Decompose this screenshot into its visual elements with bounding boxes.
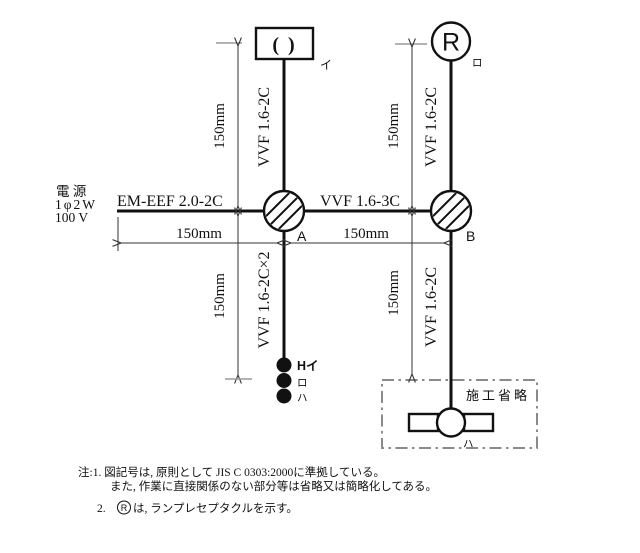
- cable-label-a-b: VVF 1.6-3C: [320, 193, 400, 210]
- cable-labels: EM-EEF 2.0-2C VVF 1.6-3C VVF 1.6-2C VVF …: [117, 87, 440, 349]
- lamp-receptacle-label: ロ: [472, 58, 483, 69]
- note2-text: は, ランプレセプタクルを示す。: [133, 502, 298, 515]
- switch-2-label: ロ: [297, 378, 308, 389]
- note-line1: 注:1. 図記号は, 原則として JIS C 0303:2000に準拠している。: [78, 465, 385, 479]
- lamp-receptacle-device: R ロ: [430, 21, 483, 69]
- omitted-area-label: 施工省略: [466, 388, 530, 403]
- note2-prefix: 2.: [97, 503, 106, 515]
- omitted-lamp-right-wing: [462, 412, 495, 433]
- dim-label-a-b: 150mm: [343, 226, 389, 242]
- junction-box-a: A: [262, 189, 307, 244]
- junction-box-a-label: A: [297, 228, 307, 244]
- dim-label-a-down: 150mm: [212, 273, 228, 319]
- cable-label-b-up: VVF 1.6-2C: [423, 87, 440, 167]
- omitted-lamp-left-wing: [407, 412, 440, 433]
- power-source-line3: 100 V: [55, 210, 88, 225]
- cable-label-a-down: VVF 1.6-2C×2: [256, 251, 273, 348]
- notes: 注:1. 図記号は, 原則として JIS C 0303:2000に準拠している。…: [78, 465, 437, 515]
- omitted-area-border: [381, 379, 538, 449]
- note2-circled-r-letter: R: [121, 503, 128, 513]
- dim-label-source-a: 150mm: [176, 226, 222, 242]
- junction-box-b-label: B: [466, 228, 475, 244]
- lamp-receptacle-symbol: R: [442, 29, 460, 57]
- cable-label-source: EM-EEF 2.0-2C: [117, 193, 223, 210]
- omitted-area: 施工省略 ハ: [381, 379, 538, 450]
- ceiling-rosette-label: イ: [320, 58, 332, 72]
- ceiling-rosette-symbol: ( ): [272, 34, 296, 56]
- junction-box-b: B: [429, 189, 475, 244]
- note2-circled-r-icon: [117, 500, 131, 515]
- power-source-line1: 電 源: [56, 184, 87, 199]
- note-line2: また, 作業に直接関係のない部分等は省略又は簡略化してある。: [110, 479, 437, 493]
- dim-label-b-down: 150mm: [386, 270, 402, 316]
- switch-3-dot: [276, 388, 292, 404]
- lamp-receptacle-circle: [430, 21, 472, 62]
- ceiling-rosette-box: [254, 26, 315, 61]
- cable-label-a-up: VVF 1.6-2C: [256, 87, 273, 167]
- omitted-lamp-circle: [435, 407, 467, 438]
- power-source-text: 電 源 1φ2W 100 V: [55, 184, 97, 225]
- switch-2-dot: [276, 373, 292, 388]
- switch-1-label: Hイ: [297, 359, 319, 373]
- switch-3-label: ハ: [297, 393, 308, 404]
- dimension-lines: 150mm 150mm 150mm 150mm 150mm 150mm: [118, 43, 444, 379]
- ceiling-rosette-device: ( ) イ: [254, 26, 332, 72]
- cable-label-b-down: VVF 1.6-2C: [423, 267, 440, 347]
- power-source-line2: 1φ2W: [55, 197, 97, 212]
- dim-label-a-up: 150mm: [212, 103, 228, 149]
- omitted-lamp-label: ハ: [463, 439, 474, 450]
- dim-label-b-up: 150mm: [386, 103, 402, 149]
- switch-group: Hイ ロ ハ: [276, 357, 319, 404]
- circuit-lines: [117, 59, 453, 409]
- switch-1-dot: [276, 357, 292, 373]
